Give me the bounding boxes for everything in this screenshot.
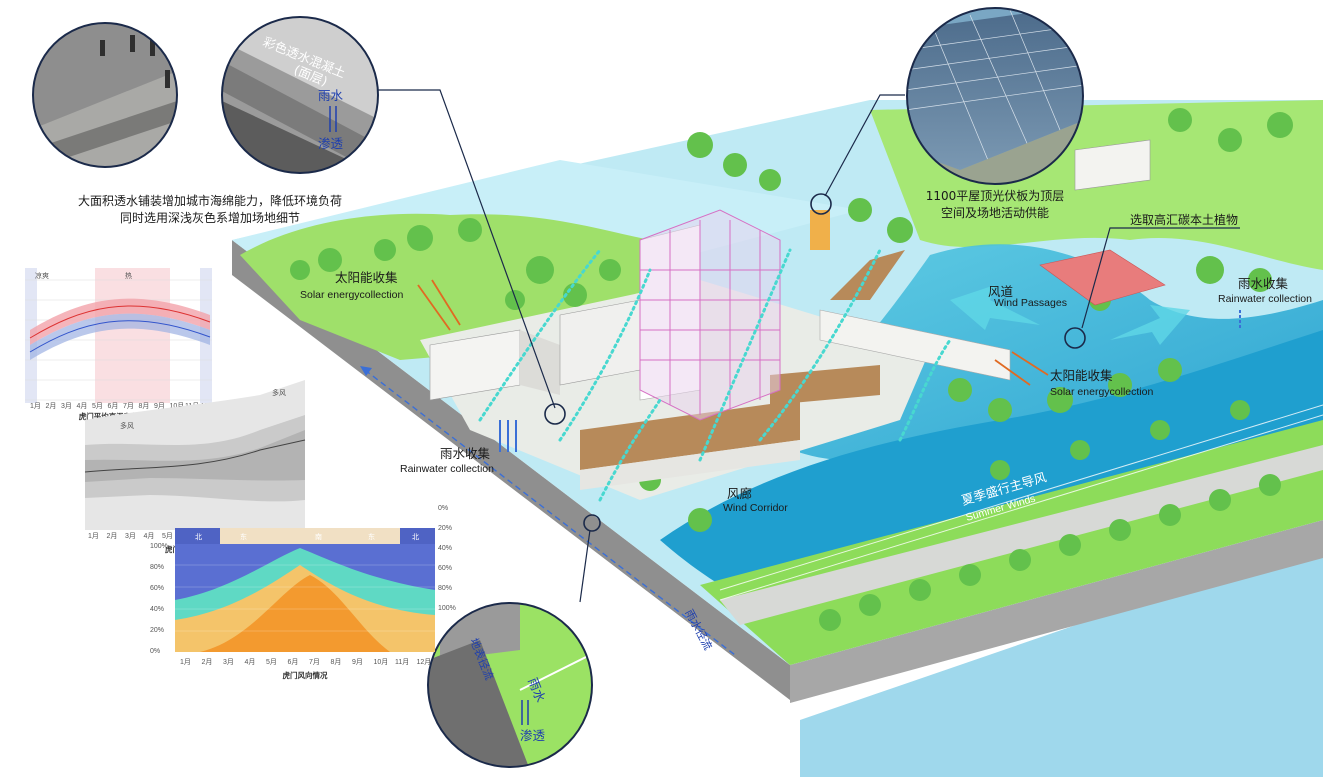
wind-direction-month-tick: 7月 — [309, 658, 320, 666]
wind-direction-month-tick: 11月 — [395, 658, 409, 666]
site-model — [232, 100, 1323, 777]
wind-direction-y-left-tick: 60% — [150, 585, 164, 592]
wind-speed-windy-label: 多风 — [120, 421, 134, 430]
solar-left-cn: 太阳能收集 — [335, 270, 398, 285]
wind-direction-month-axis: 1月 2月 3月 4月 5月 6月 7月 8月 9月 10月 11月 12月 — [180, 658, 431, 666]
wind-direction-y-right-tick: 20% — [438, 525, 452, 532]
wind-inlet-arrow — [1110, 305, 1190, 345]
wind-direction-month-tick: 4月 — [245, 658, 256, 666]
pink-scaffold — [639, 209, 781, 421]
paving-caption-1: 大面积透水铺装增加城市海绵能力，降低环境负荷 — [78, 193, 342, 208]
summer-wind-lines — [719, 404, 1323, 601]
wind-direction-y-left: 100% 80% 60% 40% 20% 0% — [150, 543, 168, 655]
rain-label: 雨水 — [318, 88, 344, 103]
bottom-infiltration-label: 渗透 — [520, 728, 546, 743]
wind-direction-y-left-tick: 40% — [150, 606, 164, 613]
wind-direction-month-tick: 8月 — [331, 658, 342, 666]
wind-speed-month-tick: 5月 — [162, 532, 173, 540]
wind-direction-label: 南 — [315, 532, 322, 541]
wind-direction-month-tick: 5月 — [266, 658, 277, 666]
infiltration-label: 渗透 — [318, 136, 344, 151]
rain-left-en: Rainwater collection — [400, 463, 494, 475]
paving-photo-circle — [32, 22, 178, 168]
plants-caption: 选取高汇碳本土植物 — [1130, 212, 1238, 227]
slab-left-face — [232, 240, 790, 700]
wind-corridor-en: Wind Corridor — [723, 502, 788, 514]
riverside-road — [720, 445, 1323, 625]
wind-direction-y-right-tick: 80% — [438, 585, 452, 592]
temp-month-tick: 10月 — [170, 402, 185, 410]
temp-month-tick: 8月 — [139, 402, 150, 410]
annotations: 大面积透水铺装增加城市海绵能力，降低环境负荷 同时选用深浅灰色系增加场地细节 1… — [78, 189, 1312, 652]
rain-right-cn: 雨水收集 — [1238, 276, 1289, 291]
temp-month-tick: 5月 — [92, 402, 103, 410]
temp-month-tick: 9月 — [154, 402, 165, 410]
wind-direction-month-tick: 1月 — [180, 658, 191, 666]
wind-direction-month-tick: 12月 — [417, 658, 432, 666]
runoff-edge-arrow — [364, 369, 736, 656]
wind-direction-title: 虎门风向情况 — [283, 670, 328, 680]
paving-caption-2: 同时选用深浅灰色系增加场地细节 — [120, 211, 300, 225]
temp-season-hot: 热 — [125, 271, 132, 280]
wind-direction-y-left-tick: 20% — [150, 627, 164, 634]
temp-season-cool: 凉爽 — [35, 271, 49, 280]
rain-arrows — [499, 310, 1241, 452]
bottom-section-circle: 地表径流 雨水 渗透 — [427, 602, 593, 768]
rain-right-en: Rainwater collection — [1218, 293, 1312, 305]
temp-month-tick: 3月 — [61, 402, 72, 410]
temp-month-tick: 4月 — [77, 402, 88, 410]
outer-water — [800, 540, 1323, 777]
wind-speed-month-tick: 2月 — [107, 532, 118, 540]
temp-month-tick: 6月 — [108, 402, 119, 410]
wind-direction-y-right-tick: 60% — [438, 565, 452, 572]
wind-direction-y-left-tick: 0% — [150, 648, 160, 655]
solar-caption-1: 1100平屋顶光伏板为顶层 — [926, 189, 1065, 203]
wind-direction-y-right-tick: 0% — [438, 505, 448, 512]
wind-passage-arrow — [950, 285, 1040, 330]
wind-speed-windy-label-2: 多风 — [272, 388, 286, 397]
wind-direction-y-left-tick: 100% — [150, 543, 168, 550]
temp-month-tick: 7月 — [123, 402, 134, 410]
temp-month-tick: 2月 — [46, 402, 57, 410]
wind-direction-label: 东 — [368, 532, 375, 541]
callout-lines — [378, 89, 1240, 603]
red-court — [1039, 249, 1166, 306]
solar-photo-circle — [906, 7, 1084, 185]
solar-left-en: Solar energycollection — [300, 289, 403, 301]
wind-speed-month-tick: 3月 — [125, 532, 136, 540]
solar-arrows — [417, 279, 1049, 386]
wind-speed-month-tick: 4月 — [144, 532, 155, 540]
solar-right-cn: 太阳能收集 — [1050, 368, 1113, 383]
rain-left-cn: 雨水收集 — [440, 446, 491, 461]
temp-month-tick: 1月 — [30, 402, 41, 410]
wind-direction-month-tick: 10月 — [374, 658, 389, 666]
wind-direction-label: 东 — [240, 532, 247, 541]
wind-direction-labels: 北东南东北 — [195, 532, 419, 541]
wind-direction-y-right-tick: 100% — [438, 605, 456, 612]
wind-direction-month-tick: 3月 — [223, 658, 234, 666]
wind-passages-en: Wind Passages — [994, 297, 1067, 309]
wind-direction-month-tick: 9月 — [352, 658, 363, 666]
wind-direction-month-tick: 6月 — [288, 658, 299, 666]
wind-arrows — [478, 248, 952, 502]
wind-direction-y-right-tick: 40% — [438, 545, 452, 552]
wind-direction-month-tick: 2月 — [202, 658, 213, 666]
slab-front-face — [790, 520, 1323, 703]
wind-direction-y-left-tick: 80% — [150, 564, 164, 571]
wind-speed-chart: 多风 多风 虎门平均风速情况 1月2月3月4月5月6月7月8月9月10月11月1… — [84, 380, 306, 554]
solar-caption-2: 空间及场地活动供能 — [941, 206, 1049, 220]
wind-corridor-cn: 风廊 — [727, 486, 752, 501]
layer-section-circle: 彩色透水混凝土 (面层) 雨水 渗透 — [221, 16, 379, 174]
wind-direction-y-right: 0% 20% 40% 60% 80% 100% — [438, 505, 456, 612]
wind-passages-cn: 风道 — [988, 284, 1014, 299]
wind-direction-chart: 北东南东北 100%80%60%40%20%0% 0%20%40%60%80%1… — [150, 505, 456, 680]
wind-speed-month-tick: 1月 — [88, 532, 99, 540]
solar-right-en: Solar energycollection — [1050, 386, 1153, 398]
trees — [290, 108, 1293, 631]
wind-direction-label: 北 — [195, 533, 202, 541]
wind-direction-label: 北 — [412, 533, 419, 541]
